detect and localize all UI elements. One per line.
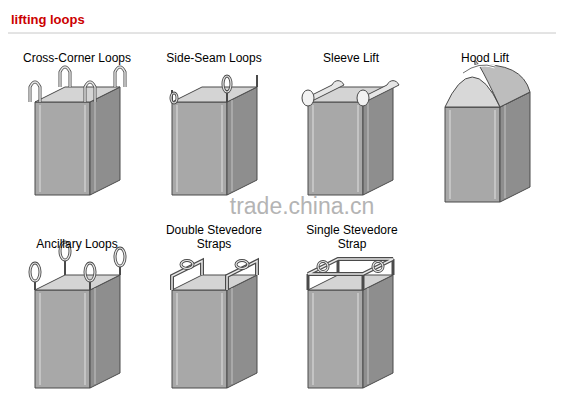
stevedore-strap — [172, 261, 202, 290]
bag-top — [35, 87, 120, 102]
lifting-ring — [181, 261, 193, 269]
bag-top — [172, 275, 257, 290]
lifting-ring — [223, 76, 231, 92]
bag-seam — [450, 110, 451, 199]
bag-caption: Single Stevedore Strap — [298, 223, 406, 251]
side-seam-bag — [171, 75, 257, 195]
hood-strap — [463, 65, 495, 73]
lifting-loop — [115, 67, 125, 87]
loop-strap — [89, 282, 91, 290]
loop-strap — [119, 267, 121, 275]
bag-seam — [40, 105, 41, 192]
lifting-ring — [171, 93, 177, 103]
lifting-ring — [171, 93, 177, 103]
stevedore-strap — [308, 259, 393, 274]
lifting-ring — [373, 262, 383, 272]
stevedore-strap — [308, 259, 393, 274]
hood-strap — [463, 65, 495, 73]
bag-front — [35, 102, 90, 195]
lifting-ring — [236, 261, 248, 269]
bag-top — [308, 275, 393, 290]
lifting-loop — [60, 67, 70, 87]
bag-seam — [358, 105, 359, 192]
bag-top — [35, 275, 120, 290]
lifting-loop — [60, 67, 70, 87]
bag-side — [227, 87, 257, 195]
bag-front — [308, 290, 363, 388]
bag-seam — [177, 105, 178, 192]
stevedore-strap — [172, 261, 202, 290]
loop-strap — [34, 282, 36, 290]
bag-caption: Hood Lift — [425, 51, 545, 65]
lifting-ring — [30, 263, 40, 281]
watermark: trade.china.cn — [202, 193, 402, 219]
bag-seam — [95, 100, 96, 191]
bag-front — [35, 290, 90, 388]
lifting-loop — [115, 67, 125, 87]
cross-corner-bag — [30, 67, 125, 195]
loop-strap — [64, 261, 66, 275]
bag-seam — [85, 105, 86, 192]
double-stevedore-bag — [172, 261, 257, 389]
lifting-loop — [30, 82, 40, 102]
bag-seam — [495, 110, 496, 199]
stevedore-strap — [227, 261, 257, 290]
lifting-ring — [181, 261, 193, 269]
lifting-ring — [85, 263, 95, 281]
bag-front — [172, 290, 227, 388]
bag-side — [227, 275, 257, 388]
bag-front — [445, 107, 500, 202]
title-rule — [8, 33, 556, 34]
bag-seam — [368, 100, 369, 191]
bag-seam — [232, 288, 233, 384]
bag-caption: Double Stevedore Straps — [160, 223, 268, 251]
sleeve-lift-bag — [302, 81, 399, 195]
bag-seam — [313, 105, 314, 192]
bag-caption: Cross-Corner Loops — [7, 51, 147, 65]
ancillary-loops-bag — [30, 242, 125, 388]
bag-seam — [85, 293, 86, 385]
bag-caption: Side-Seam Loops — [144, 51, 284, 65]
bag-seam — [232, 100, 233, 191]
bag-seam — [358, 293, 359, 385]
bag-caption: Ancillary Loops — [7, 237, 147, 251]
page-title: lifting loops — [11, 12, 85, 27]
hood — [475, 61, 530, 107]
bag-top — [172, 87, 257, 102]
bag-caption: Sleeve Lift — [291, 51, 411, 65]
bag-seam — [95, 288, 96, 384]
lifting-ring — [318, 262, 328, 272]
bag-seam — [368, 288, 369, 384]
bag-side — [500, 92, 530, 202]
hood-lift-bag — [445, 61, 530, 202]
bag-side — [90, 275, 120, 388]
bag-seam — [40, 293, 41, 385]
stevedore-strap — [227, 261, 257, 290]
lifting-ring — [223, 76, 231, 92]
stevedore-strap — [307, 274, 310, 290]
loop-strap — [256, 75, 258, 87]
sleeve-end — [357, 90, 369, 106]
lifting-ring — [85, 263, 95, 281]
lifting-ring — [30, 263, 40, 281]
sleeve-end — [302, 90, 314, 106]
bag-seam — [313, 293, 314, 385]
bag-seam — [222, 293, 223, 385]
lifting-ring — [373, 262, 383, 272]
bag-seam — [505, 105, 506, 198]
bag-seam — [177, 293, 178, 385]
bag-front — [172, 102, 227, 195]
lifting-ring — [318, 262, 328, 272]
bag-side — [363, 275, 393, 388]
lifting-loop — [85, 82, 95, 102]
bag-front — [308, 102, 363, 195]
bag-side — [90, 87, 120, 195]
lifting-loop — [85, 82, 95, 102]
lifting-ring — [236, 261, 248, 269]
lifting-loop — [30, 82, 40, 102]
stevedore-strap — [362, 274, 365, 290]
single-stevedore-bag — [308, 259, 393, 388]
bag-seam — [222, 105, 223, 192]
